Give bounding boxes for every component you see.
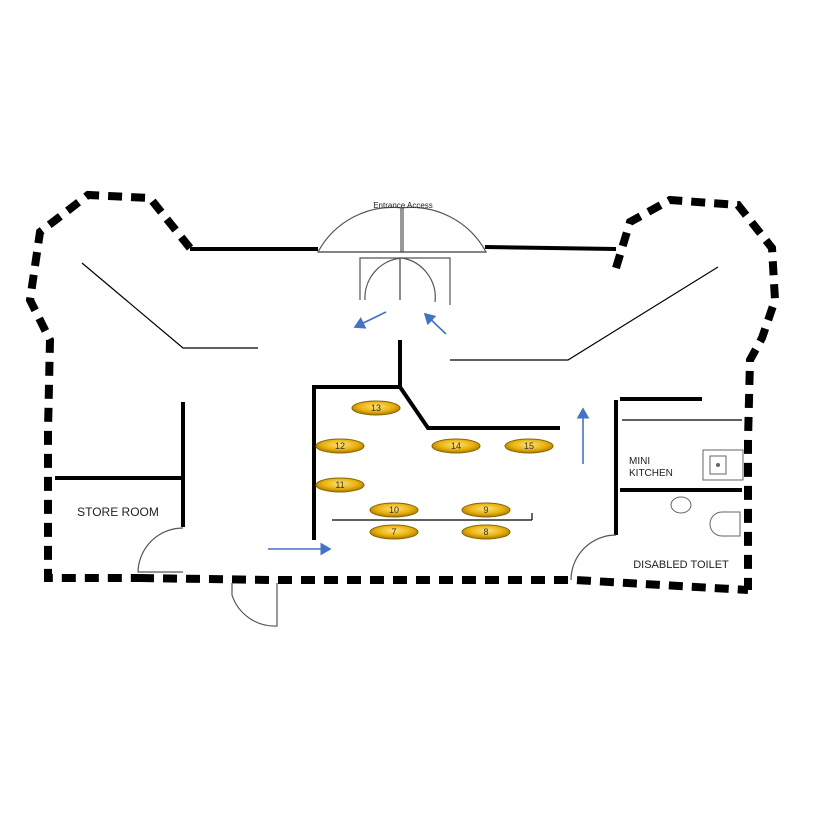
seat-number: 15 <box>524 441 534 451</box>
right-diagonal-line <box>450 266 719 361</box>
seat-11[interactable]: 11 <box>315 477 365 493</box>
seat-number: 12 <box>335 441 345 451</box>
mini-kitchen-label-line2: KITCHEN <box>629 468 673 479</box>
kitchen-sink-drain <box>716 463 720 467</box>
seat-number: 9 <box>483 505 488 515</box>
store-room-door <box>137 527 184 573</box>
outer-boundary-dashed-bottom <box>139 574 749 594</box>
outer-boundary-dashed-left <box>25 190 194 582</box>
arrow-entrance-right <box>423 312 447 335</box>
seat-15[interactable]: 15 <box>504 438 554 454</box>
seat-7[interactable]: 7 <box>369 524 419 540</box>
store-room-label: STORE ROOM <box>77 505 159 519</box>
arrow-entrance-left <box>353 311 387 329</box>
central-partition <box>312 340 560 540</box>
seat-number: 14 <box>451 441 461 451</box>
seat-12[interactable]: 12 <box>315 438 365 454</box>
seat-10[interactable]: 10 <box>369 502 419 518</box>
toilet-door <box>570 534 617 581</box>
entrance-doors <box>316 206 488 305</box>
toilet-icon <box>709 511 741 537</box>
exit-door <box>231 583 278 627</box>
disabled-toilet-label: DISABLED TOILET <box>633 559 729 571</box>
seat-number: 8 <box>483 527 488 537</box>
kitchen-sink-basin <box>709 455 727 475</box>
seat-number: 7 <box>391 527 396 537</box>
kitchen-sink-icon <box>702 449 744 481</box>
seat-number: 13 <box>371 403 381 413</box>
seat-number: 11 <box>335 480 344 490</box>
seat-8[interactable]: 8 <box>461 524 511 540</box>
toilet-washbasin-icon <box>670 496 692 514</box>
seat-9[interactable]: 9 <box>461 502 511 518</box>
top-wall-right <box>484 245 617 251</box>
seat-number: 10 <box>389 505 399 515</box>
seat-13[interactable]: 13 <box>351 400 401 416</box>
left-diagonal-line <box>81 262 258 349</box>
outer-boundary-dashed-right <box>612 195 780 590</box>
entrance-label: Entrance Access <box>373 201 433 210</box>
seat-14[interactable]: 14 <box>431 438 481 454</box>
mini-kitchen-label-line1: MINI <box>629 456 650 467</box>
